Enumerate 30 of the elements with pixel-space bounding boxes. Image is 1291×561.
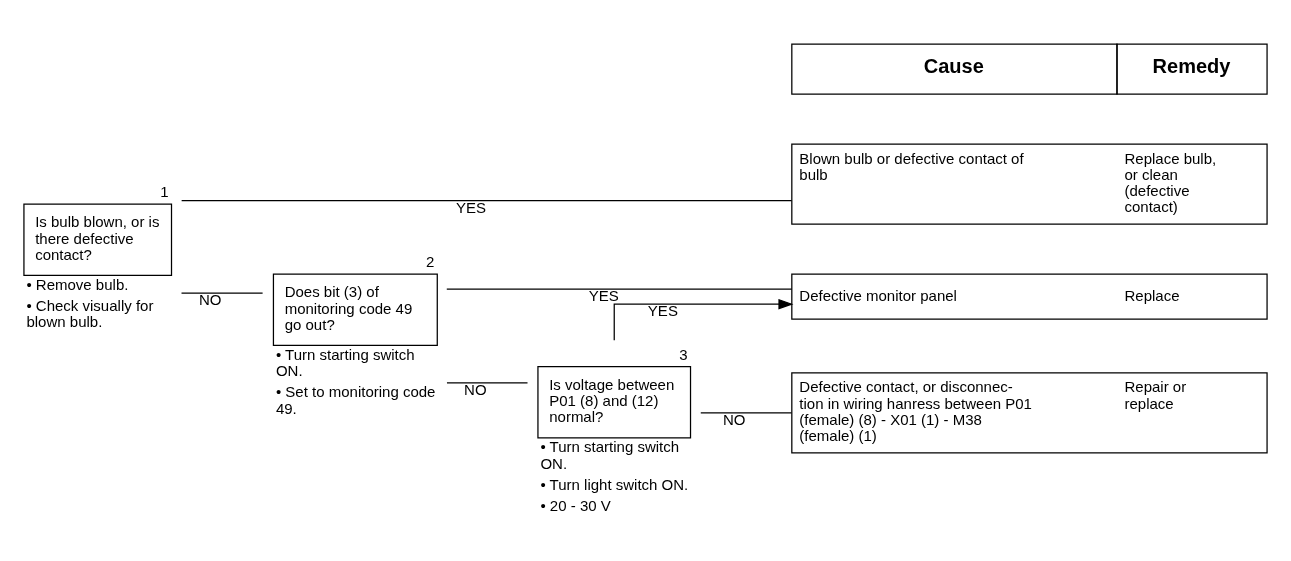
connector (180, 292, 264, 294)
node-label: • Check visually for blown bulb. (26, 296, 154, 330)
node-label: • 20 - 30 V (540, 496, 611, 514)
edge-label: YES (456, 198, 487, 216)
edge-label: NO (723, 410, 746, 428)
arrow (613, 298, 794, 341)
node-label: 2 (426, 252, 435, 270)
node-box: Is voltage between P01 (8) and (12) normal? (537, 365, 692, 439)
node-label: • Remove bulb. (26, 275, 129, 293)
connector (446, 288, 793, 290)
node-box: Defective contact, or disconnec- tion in wiring hanress between P01 (female) (8) - X01 (1) - M38 (female) (1) Repair or replace (791, 371, 1268, 454)
node-box: Is bulb blown, or is there defective contact? (23, 202, 173, 276)
node-label: 1 (160, 182, 169, 200)
edge-label: YES (588, 286, 619, 304)
label: Remedy (1152, 54, 1231, 77)
label: Cause (923, 54, 984, 77)
edge-label: NO (198, 290, 222, 308)
node-box: Defective monitor panel Replace (791, 273, 1268, 320)
node-label: • Turn starting switch ON. (275, 345, 415, 379)
node-box: Blown bulb or defective contact of bulb Replace bulb, or clean (defective contact) (791, 142, 1268, 225)
node-box: Does bit (3) of monitoring code 49 go out? (272, 273, 438, 346)
edge-label: YES (647, 301, 678, 319)
node-label: • Set to monitoring code 49. (275, 382, 436, 417)
node-label: 3 (679, 345, 688, 363)
connector (700, 411, 793, 414)
node-label: • Turn light switch ON. (540, 475, 689, 493)
edge-label: NO (464, 380, 487, 398)
node-label: • Turn starting switch ON. (540, 437, 680, 472)
connector (181, 199, 793, 201)
connector (446, 381, 529, 384)
